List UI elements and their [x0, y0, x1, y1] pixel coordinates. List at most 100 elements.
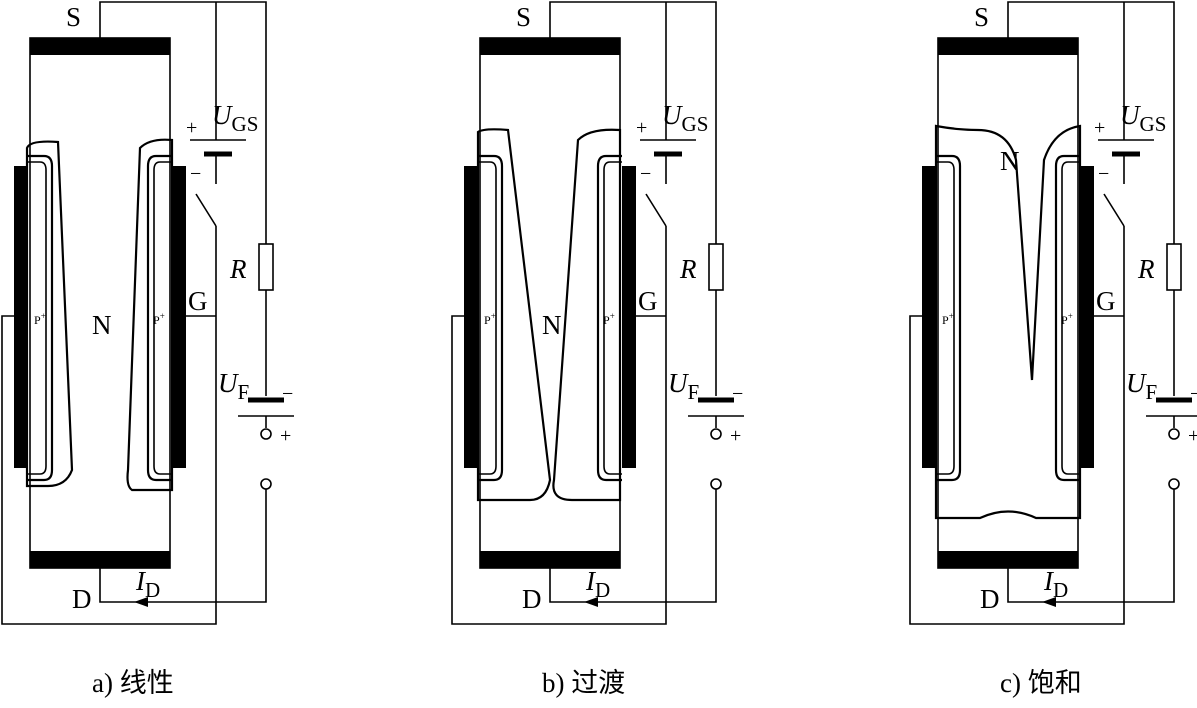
- gate-electrode-right: [622, 166, 636, 468]
- ugs-label: UGS: [212, 100, 258, 136]
- p-plus-letter: P: [484, 313, 491, 327]
- p-plus-region-right: [596, 154, 622, 482]
- p-plus-superscript: +: [41, 311, 46, 321]
- wire-drain-return: [1042, 489, 1175, 603]
- switch-arm: [195, 193, 217, 227]
- terminal-lower: [1168, 478, 1180, 490]
- uf-plus-sign: +: [280, 425, 291, 447]
- gate-electrode-right: [172, 166, 186, 468]
- drain-electrode: [30, 551, 170, 568]
- depletion-region-left: [476, 128, 552, 502]
- terminal-upper: [1168, 428, 1180, 440]
- wire-source-to-resistor: [549, 1, 717, 244]
- ugs-label-subscript: GS: [1140, 112, 1167, 136]
- depletion-region: [934, 124, 1082, 520]
- drain-electrode: [938, 551, 1078, 568]
- uf-minus-sign: −: [1190, 383, 1197, 405]
- switch-arm: [1103, 193, 1125, 227]
- drain-current-label-symbol: I: [585, 566, 597, 596]
- uf-plus-sign: +: [730, 425, 741, 447]
- gate-electrode-left: [922, 166, 936, 468]
- p-plus-superscript: +: [610, 311, 615, 321]
- p-plus-letter: P: [153, 313, 160, 327]
- resistor-label: R: [229, 254, 247, 284]
- drain-electrode: [480, 551, 620, 568]
- source-electrode: [480, 38, 620, 55]
- source-electrode: [30, 38, 170, 55]
- p-plus-superscript: +: [491, 311, 496, 321]
- ugs-minus-sign: −: [640, 163, 651, 185]
- p-plus-label-right: P+: [1061, 311, 1073, 327]
- drain-label: D: [980, 584, 1000, 614]
- switch-arm: [645, 193, 667, 227]
- current-arrow: [584, 597, 598, 607]
- p-plus-region-left: [28, 154, 54, 482]
- uf-minus-sign: −: [732, 383, 743, 405]
- drain-label: D: [72, 584, 92, 614]
- resistor-label: R: [1137, 254, 1155, 284]
- source-label: S: [516, 2, 531, 32]
- wire-gate-loop: [909, 226, 1125, 625]
- wire-drain-return: [584, 489, 717, 603]
- source-label: S: [66, 2, 81, 32]
- p-plus-superscript: +: [160, 311, 165, 321]
- ugs-minus-sign: −: [1098, 163, 1109, 185]
- drain-current-label-subscript: D: [595, 578, 610, 602]
- p-plus-inner-right: [153, 161, 172, 475]
- uf-label-symbol: U: [668, 368, 689, 398]
- panel-caption: a) 线性: [92, 668, 174, 698]
- wire-drain-return: [134, 489, 267, 603]
- drain-label: D: [522, 584, 542, 614]
- ugs-plus-sign: +: [186, 117, 197, 139]
- uf-label-symbol: U: [218, 368, 239, 398]
- p-plus-label-left: P+: [942, 311, 954, 327]
- wire-source-to-resistor: [1007, 1, 1175, 244]
- p-plus-region-left: [936, 154, 962, 482]
- ugs-plus-sign: +: [1094, 117, 1105, 139]
- p-plus-letter: P: [1061, 313, 1068, 327]
- p-plus-inner-right: [603, 161, 622, 475]
- p-plus-inner-left: [936, 161, 955, 475]
- ugs-label-subscript: GS: [682, 112, 709, 136]
- ugs-label-subscript: GS: [232, 112, 259, 136]
- gate-electrode-left: [464, 166, 478, 468]
- n-channel-label: N: [92, 310, 112, 340]
- drain-current-label: ID: [585, 566, 610, 602]
- source-label: S: [974, 2, 989, 32]
- drain-current-label-subscript: D: [145, 578, 160, 602]
- uf-label-subscript: F: [1146, 380, 1158, 404]
- p-plus-region-right: [1054, 154, 1080, 482]
- ugs-label: UGS: [662, 100, 708, 136]
- uf-label-subscript: F: [688, 380, 700, 404]
- p-plus-letter: P: [34, 313, 41, 327]
- wire-drain: [549, 568, 584, 603]
- depletion-region-right: [126, 138, 174, 492]
- uf-minus-sign: −: [282, 383, 293, 405]
- uf-label: UF: [668, 368, 699, 404]
- wire-gate-loop: [451, 226, 667, 625]
- gate-label: G: [188, 286, 208, 316]
- drain-current-label-symbol: I: [1043, 566, 1055, 596]
- ugs-plus-sign: +: [636, 117, 647, 139]
- p-plus-superscript: +: [949, 311, 954, 321]
- terminal-lower: [710, 478, 722, 490]
- p-plus-letter: P: [942, 313, 949, 327]
- source-electrode: [938, 38, 1078, 55]
- drain-current-label: ID: [1043, 566, 1068, 602]
- drain-current-label-symbol: I: [135, 566, 147, 596]
- wire-source-to-resistor: [99, 1, 267, 244]
- p-plus-region-left: [478, 154, 504, 482]
- wire-gate-loop: [1, 226, 217, 625]
- ugs-label: UGS: [1120, 100, 1166, 136]
- resistor: [258, 243, 274, 291]
- ugs-label-symbol: U: [1120, 100, 1141, 130]
- terminal-lower: [260, 478, 272, 490]
- p-plus-inner-right: [1061, 161, 1080, 475]
- panel-caption: b) 过渡: [542, 668, 625, 698]
- resistor: [708, 243, 724, 291]
- panel-caption: c) 饱和: [1000, 668, 1082, 698]
- p-plus-region-right: [146, 154, 172, 482]
